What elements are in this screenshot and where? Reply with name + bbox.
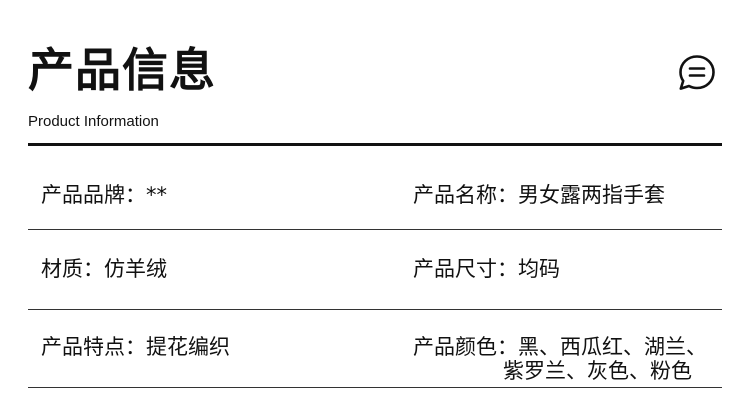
material-field: 材质：仿羊绒	[41, 257, 167, 281]
product-color-value-line2: 紫罗兰、灰色、粉色	[503, 359, 692, 383]
chat-bubble-icon[interactable]	[677, 53, 717, 93]
header-divider	[28, 143, 722, 146]
product-name-field: 产品名称：男女露两指手套	[413, 183, 665, 207]
product-size-label: 产品尺寸：	[413, 257, 518, 281]
product-brand-value: **	[146, 183, 167, 207]
product-size-field: 产品尺寸：均码	[413, 257, 560, 281]
product-name-value: 男女露两指手套	[518, 183, 665, 207]
row-divider	[28, 229, 722, 230]
product-brand-label: 产品品牌：	[41, 183, 146, 207]
row-divider	[28, 309, 722, 310]
product-size-value: 均码	[518, 257, 560, 281]
product-feature-value: 提花编织	[146, 335, 230, 359]
product-color-value-line1: 黑、西瓜红、湖兰、	[518, 335, 707, 359]
material-value: 仿羊绒	[104, 257, 167, 281]
page-subtitle: Product Information	[28, 113, 159, 130]
product-name-label: 产品名称：	[413, 183, 518, 207]
material-label: 材质：	[41, 257, 104, 281]
row-divider	[28, 387, 722, 388]
product-brand-field: 产品品牌：**	[41, 183, 167, 207]
product-color-label: 产品颜色：	[413, 335, 518, 359]
product-feature-label: 产品特点：	[41, 335, 146, 359]
page-title: 产品信息	[28, 43, 216, 97]
product-feature-field: 产品特点：提花编织	[41, 335, 230, 359]
product-color-field: 产品颜色：黑、西瓜红、湖兰、 紫罗兰、灰色、粉色	[413, 335, 707, 383]
